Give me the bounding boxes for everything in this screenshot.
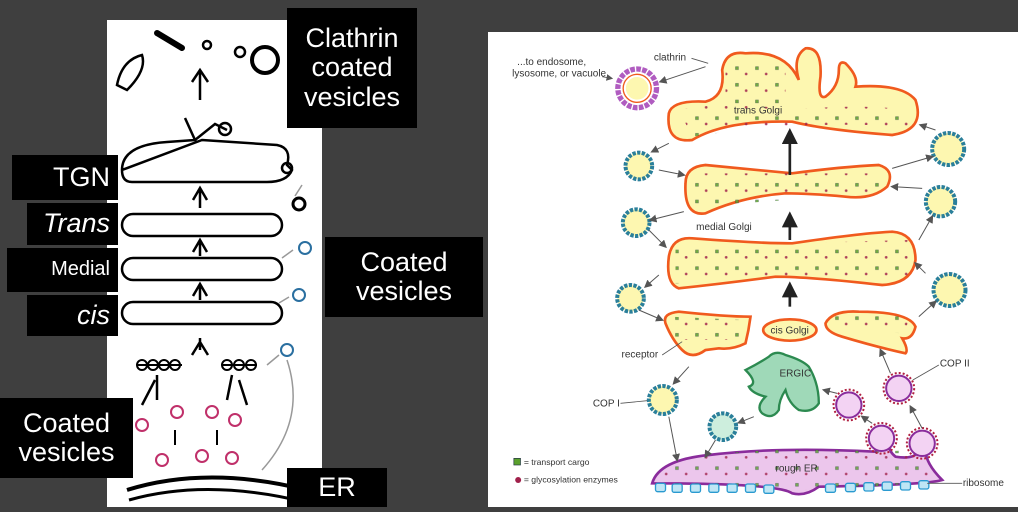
label-medial-golgi: medial Golgi — [696, 222, 752, 233]
label-coated-vesicles-bottom: Coated vesicles — [0, 398, 133, 478]
label-endosome-2: lysosome, or vacuole — [512, 69, 606, 80]
coated-vesicle — [620, 207, 652, 238]
trans-cisterna — [120, 212, 284, 238]
coated-vesicle — [615, 283, 646, 314]
ribosomes — [654, 480, 930, 494]
arrow-icon — [191, 237, 209, 256]
vesicle-shape — [233, 45, 247, 59]
coated-vesicle — [623, 150, 655, 182]
legend: = transport cargo = glycosylation enzyme… — [513, 457, 619, 485]
tgn-cisterna — [120, 117, 294, 184]
coated-vesicle — [923, 185, 958, 219]
label-endosome: ...to endosome, — [517, 57, 586, 68]
label-cop1: COP I — [593, 399, 620, 410]
coated-vesicle — [292, 288, 306, 302]
coated-vesicle — [930, 131, 967, 167]
cis-golgi-center — [761, 318, 818, 342]
cop2-vesicle — [835, 391, 863, 419]
label-clathrin: clathrin — [654, 53, 686, 64]
label-medial: Medial — [7, 248, 118, 292]
arrow-icon — [190, 338, 210, 356]
vesicle-shape — [154, 30, 185, 51]
cop2-vesicle — [885, 374, 913, 402]
label-cop2: COP II — [940, 359, 970, 370]
label-rough-er: rough ER — [776, 464, 818, 475]
coated-vesicle — [280, 343, 294, 357]
clathrin-vesicle — [615, 66, 660, 111]
coated-vesicle — [298, 241, 312, 255]
vesicle-shape — [280, 161, 294, 175]
label-tgn: TGN — [12, 155, 118, 200]
golgi-schematic — [115, 30, 312, 504]
legend-cargo-label: = transport cargo — [524, 457, 590, 467]
vesicle-shape — [250, 45, 280, 75]
arrow-icon — [191, 281, 209, 300]
label-trans-golgi: trans Golgi — [734, 105, 782, 116]
vesicle-shape — [201, 39, 213, 51]
coated-vesicle — [931, 272, 968, 308]
label-ergic: ERGIC — [780, 369, 812, 380]
legend-enzyme-swatch — [515, 477, 522, 483]
label-er: ER — [287, 468, 387, 507]
label-receptor: receptor — [622, 350, 659, 361]
arrow-icon — [191, 185, 209, 208]
vesicle-shape — [291, 196, 307, 212]
er-membrane — [128, 488, 306, 504]
label-trans: Trans — [27, 203, 118, 245]
left-diagram-panel — [107, 20, 322, 507]
label-ribosome: ribosome — [963, 478, 1005, 489]
cis-cisterna — [120, 300, 284, 326]
ergic — [743, 351, 821, 418]
label-clathrin-coated-vesicles: Clathrin coated vesicles — [287, 8, 417, 128]
ergic-vesicle — [707, 411, 739, 442]
cop1-vesicle — [646, 384, 679, 416]
legend-cargo-swatch — [513, 457, 521, 466]
legend-enzyme-label: = glycosylation enzymes — [524, 475, 619, 485]
er-membrane — [126, 475, 308, 492]
vesicle-shape — [115, 53, 145, 92]
transport-arrows — [638, 66, 937, 462]
secretory-pathway-diagram: ...to endosome, lysosome, or vacuole cla… — [512, 46, 1005, 496]
vesicle-shape — [217, 121, 233, 137]
label-coated-vesicles-mid: Coated vesicles — [325, 237, 483, 317]
label-cis: cis — [27, 295, 118, 336]
label-cis-golgi: cis Golgi — [771, 325, 809, 336]
arrow-icon — [190, 67, 210, 100]
medial-cisterna — [120, 256, 284, 282]
